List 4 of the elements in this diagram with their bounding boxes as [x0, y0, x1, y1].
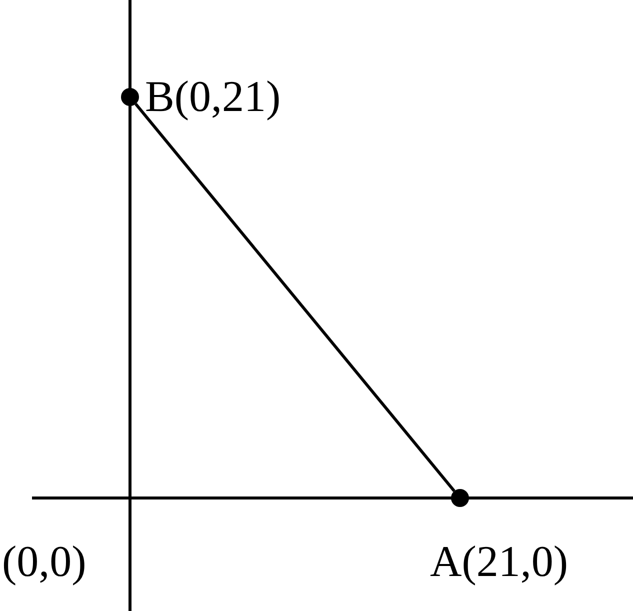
point-label: B(0,21): [145, 72, 281, 122]
origin-label: (0,0): [2, 537, 86, 587]
point-label: A(21,0): [430, 537, 568, 587]
line-segment: [134, 103, 456, 492]
